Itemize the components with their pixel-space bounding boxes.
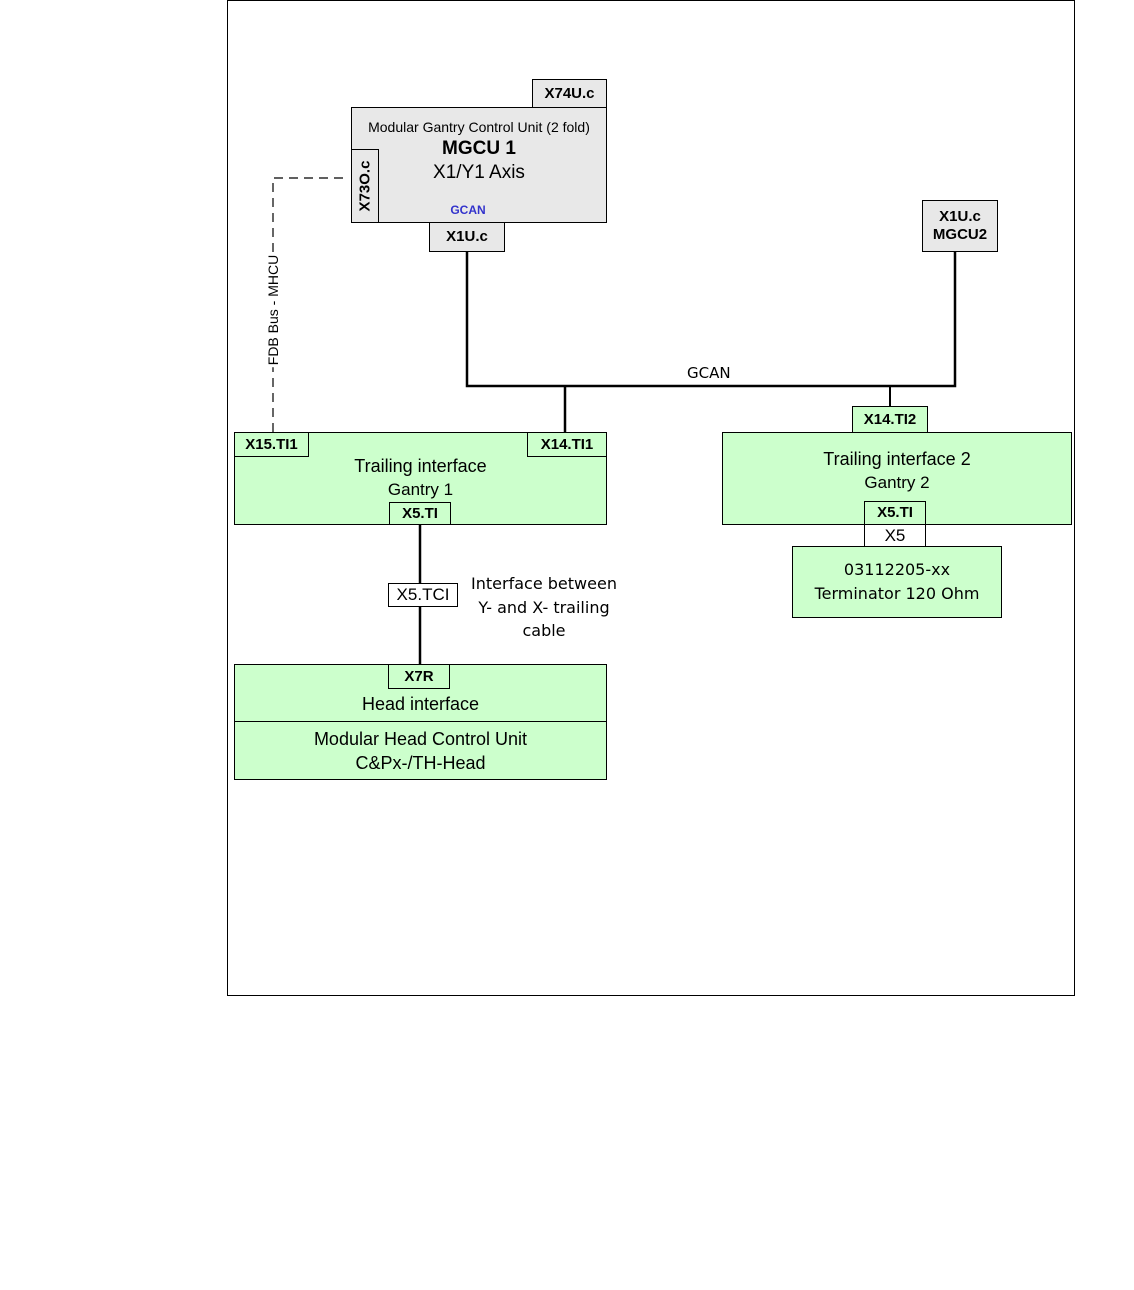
- cable-note: Interface between Y- and X- trailing cab…: [466, 572, 622, 643]
- mgcu1-title: MGCU 1: [442, 138, 516, 159]
- terminator-box: 03112205-xx Terminator 120 Ohm: [792, 546, 1002, 618]
- connector-x74u: X74U.c: [532, 79, 607, 108]
- fdb-bus-label: FDB Bus - MHCU: [265, 252, 281, 368]
- head-control-unit-box: Modular Head Control Unit C&Px-/TH-Head: [234, 721, 607, 780]
- terminator-description: Terminator 120 Ohm: [814, 584, 980, 603]
- cable-note-line1: Interface between: [471, 574, 617, 593]
- connector-x15-ti1: X15.TI1: [234, 432, 309, 457]
- connector-x1u-mgcu1: X1U.c: [429, 222, 505, 252]
- connector-x5-ti2: X5.TI: [864, 501, 926, 525]
- connector-x14-ti1: X14.TI1: [527, 432, 607, 457]
- ti1-line2: Gantry 1: [387, 480, 454, 499]
- mgcu1-gcan-label: GCAN: [450, 203, 486, 217]
- diagram-frame: [227, 0, 1075, 996]
- head-control-unit-line1: Modular Head Control Unit: [313, 729, 528, 749]
- mgcu2-connector-line2: MGCU2: [932, 226, 988, 243]
- mgcu2-connector-line1: X1U.c: [939, 208, 981, 225]
- connector-x7r: X7R: [388, 664, 450, 689]
- head-interface-title: Head interface: [361, 694, 480, 714]
- connector-x14-ti2: X14.TI2: [852, 406, 928, 433]
- ti1-line1: Trailing interface: [354, 456, 487, 476]
- plug-x5: X5: [864, 524, 926, 548]
- mgcu1-axis: X1/Y1 Axis: [433, 162, 525, 183]
- terminator-part-number: 03112205-xx: [843, 560, 951, 579]
- connector-x1u-mgcu2: X1U.c MGCU2: [922, 200, 998, 252]
- connector-x5-tci: X5.TCI: [388, 583, 458, 607]
- ti2-line1: Trailing interface 2: [823, 449, 971, 469]
- ti2-line2: Gantry 2: [864, 473, 930, 492]
- gcan-bus-label: GCAN: [687, 364, 731, 382]
- mgcu1-box: Modular Gantry Control Unit (2 fold) MGC…: [351, 107, 607, 223]
- connector-x73o: X73O.c: [351, 149, 379, 223]
- mgcu1-subtitle: Modular Gantry Control Unit (2 fold): [368, 119, 590, 135]
- connector-x73o-label: X73O.c: [356, 160, 373, 212]
- connector-x5-ti1: X5.TI: [389, 502, 451, 525]
- head-control-unit-line2: C&Px-/TH-Head: [355, 753, 486, 773]
- cable-note-line3: cable: [522, 621, 566, 640]
- cable-note-line2: Y- and X- trailing: [478, 597, 610, 617]
